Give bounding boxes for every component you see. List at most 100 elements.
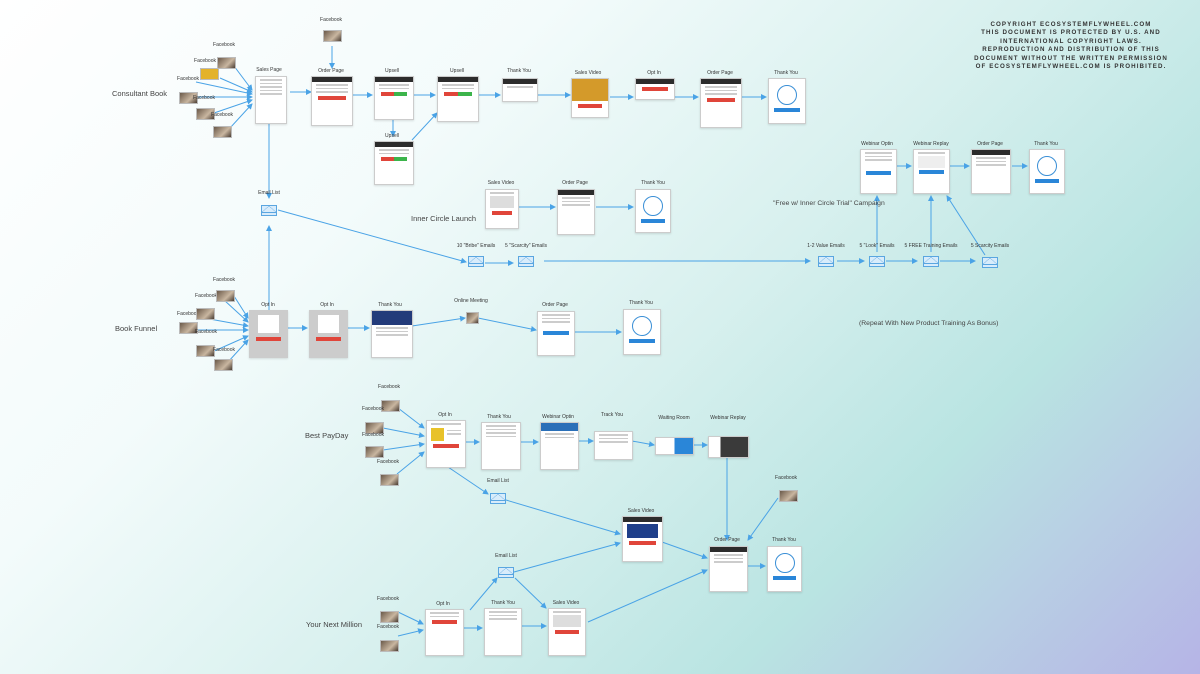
upsell-page-node[interactable] bbox=[374, 141, 414, 185]
node-label-order-page: Order Page bbox=[562, 180, 588, 186]
facebook-ad-thumbnail bbox=[380, 474, 399, 486]
thank-you-page-node[interactable] bbox=[767, 546, 802, 592]
email-sequence-icon bbox=[982, 257, 998, 268]
node-label-track-you: Track You bbox=[600, 412, 624, 418]
source-label: Facebook bbox=[193, 95, 215, 101]
opt-in-page-node[interactable] bbox=[425, 609, 464, 656]
track-you-page-node[interactable] bbox=[594, 431, 633, 460]
source-label: Facebook bbox=[378, 384, 400, 390]
node-label-upsell: Upsell bbox=[385, 133, 399, 139]
source-label: Facebook bbox=[362, 432, 384, 438]
source-label: Facebook bbox=[195, 329, 217, 335]
node-label-upsell: Upsell bbox=[385, 68, 399, 74]
row-label-consultant-book: Consultant Book bbox=[112, 89, 168, 98]
email-sequence-icon bbox=[923, 256, 939, 267]
webinar-replay-page-node[interactable] bbox=[913, 149, 950, 194]
facebook-ad-thumbnail bbox=[217, 57, 236, 69]
email-sequence-label: 5 "Scarcity" Emails bbox=[505, 243, 547, 249]
node-label-thank-you: Thank You bbox=[774, 70, 798, 76]
facebook-ad-thumbnail bbox=[381, 400, 400, 412]
row-label-free-campaign: "Free w/ Inner Circle Trial" Campaign bbox=[773, 200, 885, 207]
email-sequence-icon bbox=[518, 256, 534, 267]
node-label-email-list: Email List bbox=[258, 190, 280, 196]
thank-you-page-node[interactable] bbox=[635, 189, 671, 233]
node-label-order-page: Order Page bbox=[318, 68, 344, 74]
email-list-icon bbox=[498, 567, 514, 578]
node-label-webinar-optin: Webinar Optin bbox=[542, 414, 574, 420]
node-label-waiting-room: Waiting Room bbox=[658, 415, 690, 421]
facebook-ad-thumbnail bbox=[365, 446, 384, 458]
upsell-page-node[interactable] bbox=[374, 76, 414, 120]
node-label-thank-you: Thank You bbox=[641, 180, 665, 186]
node-label-opt-in: Opt In bbox=[261, 302, 275, 308]
opt-in-page-node[interactable] bbox=[635, 78, 675, 100]
email-list-icon bbox=[261, 205, 277, 216]
facebook-ad-thumbnail bbox=[214, 359, 233, 371]
facebook-ad-thumbnail bbox=[323, 30, 342, 42]
opt-in-page-node[interactable] bbox=[249, 310, 288, 358]
node-label-email-list: Email List bbox=[487, 478, 509, 484]
node-label-webinar-replay: Webinar Replay bbox=[710, 415, 746, 421]
thank-you-page-node[interactable] bbox=[502, 78, 538, 102]
source-label: Facebook bbox=[195, 293, 217, 299]
facebook-ad-thumbnail bbox=[179, 92, 198, 104]
opt-in-page-node[interactable] bbox=[309, 310, 348, 358]
node-label-sales-video: Sales Video bbox=[552, 600, 580, 606]
sales-page-node[interactable] bbox=[255, 76, 287, 124]
repeat-note: (Repeat With New Product Training As Bon… bbox=[859, 320, 999, 327]
sales-video-page-node[interactable] bbox=[485, 189, 519, 229]
order-page-node[interactable] bbox=[971, 149, 1011, 194]
node-label-online-meeting: Online Meeting bbox=[454, 298, 488, 304]
facebook-ad-thumbnail bbox=[380, 611, 399, 623]
source-label: Facebook bbox=[211, 112, 233, 118]
node-label-thank-you: Thank You bbox=[507, 68, 531, 74]
node-label-sales-page: Sales Page bbox=[256, 67, 282, 73]
row-label-inner-circle-launch: Inner Circle Launch bbox=[411, 214, 477, 223]
facebook-ad-thumbnail bbox=[196, 345, 215, 357]
source-label: Facebook bbox=[213, 42, 235, 48]
node-label-sales-video: Sales Video bbox=[487, 180, 515, 186]
sales-video-page-node[interactable] bbox=[622, 516, 663, 562]
thank-you-page-node[interactable] bbox=[484, 608, 522, 656]
facebook-ad-thumbnail bbox=[380, 640, 399, 652]
source-label: Facebook bbox=[177, 76, 199, 82]
node-label-thank-you: Thank You bbox=[1034, 141, 1058, 147]
upsell-page-node[interactable] bbox=[437, 76, 479, 122]
order-page-node[interactable] bbox=[311, 76, 353, 126]
source-label: Facebook bbox=[377, 596, 399, 602]
sales-video-page-node[interactable] bbox=[548, 608, 586, 656]
order-page-node[interactable] bbox=[557, 189, 595, 235]
node-label-opt-in: Opt In bbox=[436, 601, 450, 607]
source-label: Facebook bbox=[194, 58, 216, 64]
webinar-replay-page-node[interactable] bbox=[708, 436, 749, 458]
webinar-optin-page-node[interactable] bbox=[540, 422, 579, 470]
sales-video-page-node[interactable] bbox=[571, 78, 609, 118]
thank-you-page-node[interactable] bbox=[1029, 149, 1065, 194]
webinar-optin-page-node[interactable] bbox=[860, 149, 897, 194]
order-page-node[interactable] bbox=[709, 546, 748, 592]
row-label-best-payday: Best PayDay bbox=[305, 431, 349, 440]
thank-you-page-node[interactable] bbox=[768, 78, 806, 124]
node-label-opt-in: Opt In bbox=[647, 70, 661, 76]
node-label-order-page: Order Page bbox=[714, 537, 740, 543]
order-page-node[interactable] bbox=[537, 311, 575, 356]
email-list-icon bbox=[490, 493, 506, 504]
facebook-ad-thumbnail bbox=[213, 126, 232, 138]
waiting-room-page-node[interactable] bbox=[655, 437, 694, 455]
node-label-thank-you: Thank You bbox=[487, 414, 511, 420]
order-page-node[interactable] bbox=[700, 78, 742, 128]
thank-you-page-node[interactable] bbox=[623, 309, 661, 355]
thank-you-page-node[interactable] bbox=[481, 422, 521, 470]
node-label-upsell: Upsell bbox=[450, 68, 464, 74]
source-label: Facebook bbox=[377, 459, 399, 465]
thank-you-page-node[interactable] bbox=[371, 310, 413, 358]
facebook-ad-thumbnail bbox=[179, 322, 198, 334]
row-label-book-funnel: Book Funnel bbox=[115, 324, 158, 333]
node-label-thank-you: Thank You bbox=[378, 302, 402, 308]
opt-in-page-node[interactable] bbox=[426, 420, 466, 468]
facebook-ad-thumbnail bbox=[196, 308, 215, 320]
online-meeting-icon bbox=[466, 312, 479, 324]
source-label: Facebook bbox=[320, 17, 342, 23]
